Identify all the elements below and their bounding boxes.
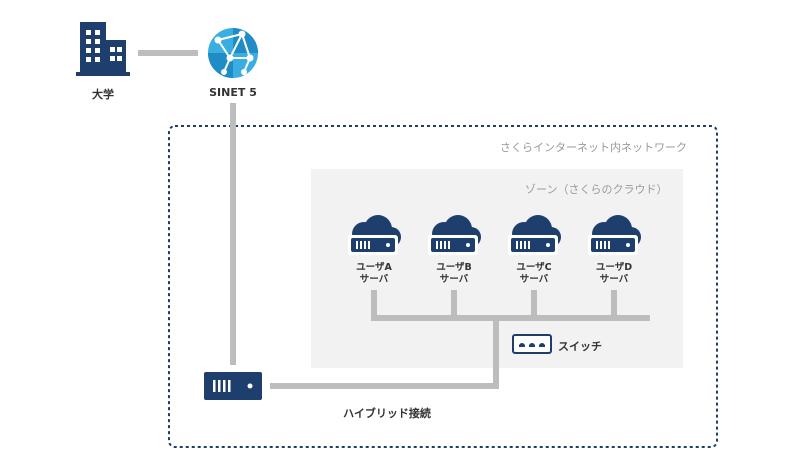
server-label-line1: ユーザC [516,262,552,273]
zone-region-label: ゾーン（さくらのクラウド） [525,183,668,196]
cloud-server-icon [348,215,401,255]
server-label-line2: サーバ [359,274,389,285]
server-label-line1: ユーザA [356,262,392,273]
university-label: 大学 [92,88,114,101]
cloud-server-icon [588,215,641,255]
router-icon [204,372,262,400]
switch-icon [512,334,552,354]
server-label-line2: サーバ [519,274,549,285]
globe-network-icon [208,28,258,78]
switch-label: スイッチ [558,340,602,353]
sinet-label: SINET 5 [209,86,257,99]
hybrid-connection-label: ハイブリッド接続 [343,407,431,420]
cloud-server-icon [428,215,481,255]
server-label-line2: サーバ [439,274,469,285]
network-region-label: さくらインターネット内ネットワーク [500,141,687,154]
server-label-line1: ユーザB [436,262,472,273]
server-label-line1: ユーザD [595,262,633,273]
server-label-line2: サーバ [599,274,629,285]
cloud-server-icon [508,215,561,255]
building-icon [76,22,130,76]
